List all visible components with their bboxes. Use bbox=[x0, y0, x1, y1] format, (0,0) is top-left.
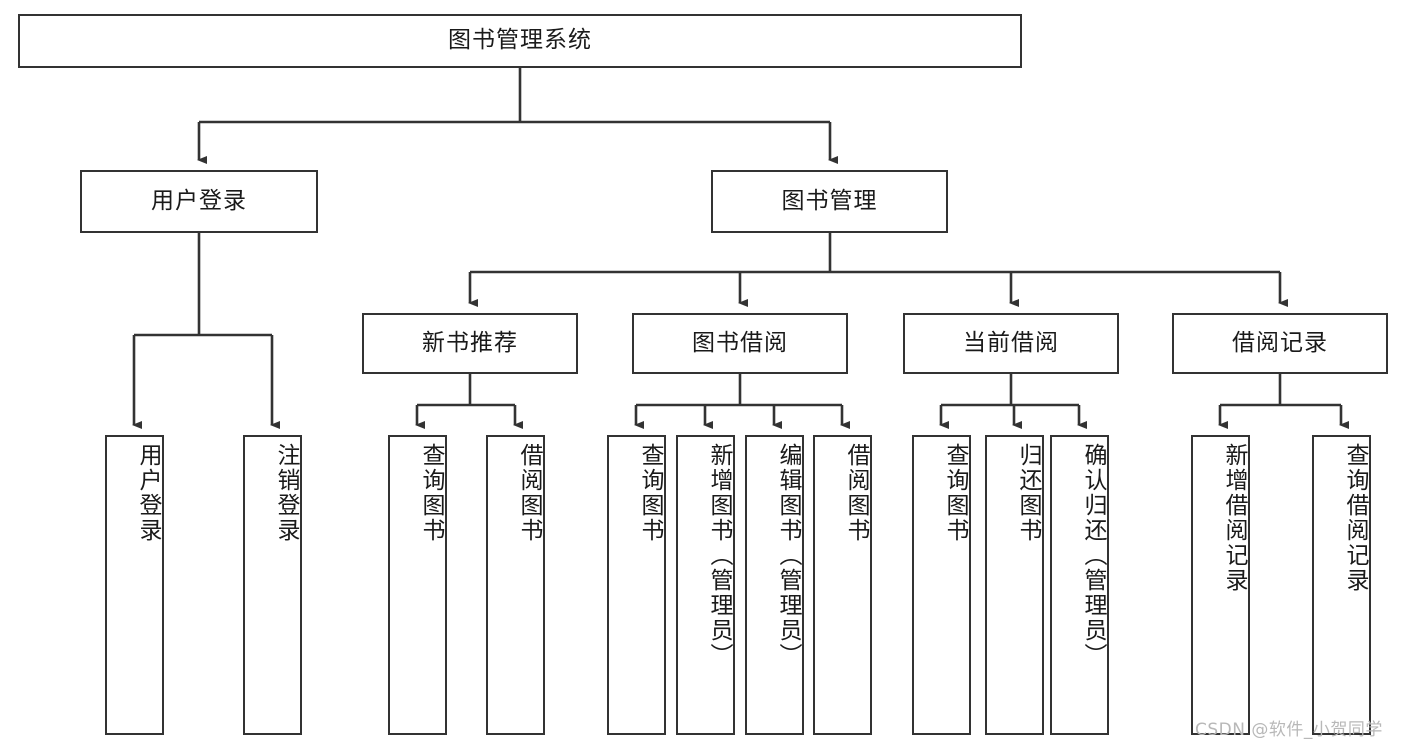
node-new-book-rec[interactable]: 新书推荐 bbox=[362, 313, 578, 374]
node-leaf-rec-borrow-label: 借阅图书 bbox=[516, 443, 542, 543]
node-leaf-cur-query-label: 查询图书 bbox=[942, 443, 968, 543]
watermark-text: CSDN @软件_小贺同学 bbox=[1195, 720, 1383, 740]
node-user-login-label: 用户登录 bbox=[151, 187, 247, 214]
node-root[interactable]: 图书管理系统 bbox=[18, 14, 1022, 68]
node-leaf-rec-borrow[interactable]: 借阅图书 bbox=[486, 435, 545, 735]
node-leaf-query-record-label: 查询借阅记录 bbox=[1342, 443, 1368, 593]
node-leaf-cur-query[interactable]: 查询图书 bbox=[912, 435, 971, 735]
node-borrow-record-label: 借阅记录 bbox=[1232, 329, 1328, 356]
node-leaf-user-login-label: 用户登录 bbox=[135, 443, 161, 543]
node-leaf-user-login[interactable]: 用户登录 bbox=[105, 435, 164, 735]
node-leaf-add-book-label: 新增图书（管理员） bbox=[706, 443, 732, 668]
node-leaf-logout-label: 注销登录 bbox=[273, 443, 299, 543]
node-book-manage[interactable]: 图书管理 bbox=[711, 170, 948, 233]
node-leaf-return-book[interactable]: 归还图书 bbox=[985, 435, 1044, 735]
node-book-manage-label: 图书管理 bbox=[781, 187, 878, 214]
node-leaf-query-record[interactable]: 查询借阅记录 bbox=[1312, 435, 1371, 735]
node-new-book-rec-label: 新书推荐 bbox=[422, 329, 518, 356]
node-leaf-borrow-book-label: 借阅图书 bbox=[843, 443, 869, 543]
node-root-label: 图书管理系统 bbox=[448, 27, 592, 54]
node-leaf-add-record[interactable]: 新增借阅记录 bbox=[1191, 435, 1250, 735]
node-book-borrow[interactable]: 图书借阅 bbox=[632, 313, 848, 374]
node-leaf-confirm-return[interactable]: 确认归还（管理员） bbox=[1050, 435, 1109, 735]
node-leaf-borrow-book[interactable]: 借阅图书 bbox=[813, 435, 872, 735]
node-leaf-return-book-label: 归还图书 bbox=[1015, 443, 1041, 543]
node-borrow-record[interactable]: 借阅记录 bbox=[1172, 313, 1388, 374]
node-leaf-confirm-return-label: 确认归还（管理员） bbox=[1080, 443, 1106, 668]
node-leaf-add-record-label: 新增借阅记录 bbox=[1221, 443, 1247, 593]
node-leaf-logout[interactable]: 注销登录 bbox=[243, 435, 302, 735]
node-user-login[interactable]: 用户登录 bbox=[80, 170, 318, 233]
node-current-borrow[interactable]: 当前借阅 bbox=[903, 313, 1119, 374]
node-leaf-rec-query[interactable]: 查询图书 bbox=[388, 435, 447, 735]
node-leaf-add-book[interactable]: 新增图书（管理员） bbox=[676, 435, 735, 735]
node-leaf-borrow-query[interactable]: 查询图书 bbox=[607, 435, 666, 735]
node-leaf-edit-book-label: 编辑图书（管理员） bbox=[775, 443, 801, 668]
node-leaf-rec-query-label: 查询图书 bbox=[418, 443, 444, 543]
node-leaf-edit-book[interactable]: 编辑图书（管理员） bbox=[745, 435, 804, 735]
node-current-borrow-label: 当前借阅 bbox=[963, 329, 1059, 356]
node-book-borrow-label: 图书借阅 bbox=[692, 329, 788, 356]
node-leaf-borrow-query-label: 查询图书 bbox=[637, 443, 663, 543]
